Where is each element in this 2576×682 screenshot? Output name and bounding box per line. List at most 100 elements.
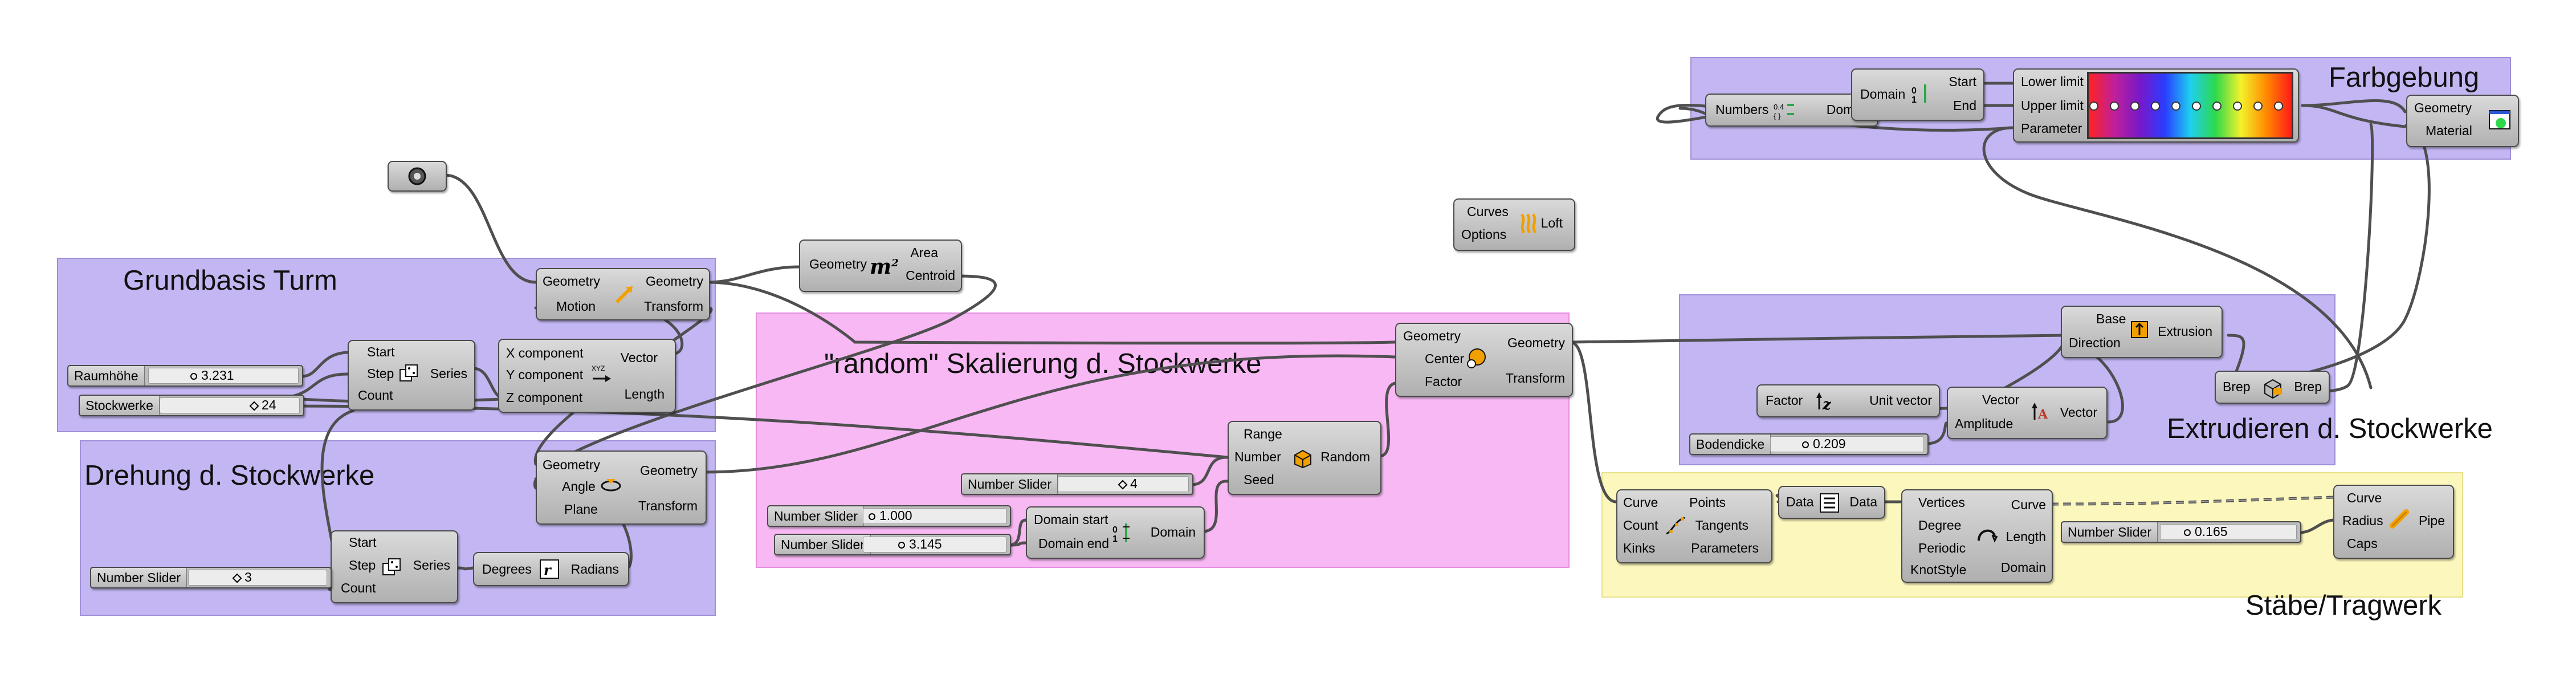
input-count[interactable]: Count bbox=[1623, 518, 1658, 533]
output-domain[interactable]: Domain bbox=[2000, 560, 2046, 575]
output-domain[interactable]: Domain bbox=[1150, 525, 1196, 539]
output-length[interactable]: Length bbox=[2006, 529, 2046, 544]
output-length[interactable]: Length bbox=[624, 387, 665, 401]
input-start[interactable]: Start bbox=[349, 535, 377, 550]
input-domain-end[interactable]: Domain end bbox=[1038, 536, 1110, 551]
series-component[interactable]: Start Step Count Series bbox=[331, 530, 458, 603]
input-plane[interactable]: Plane bbox=[564, 502, 598, 517]
slider-stockwerke[interactable]: Stockwerke 24 bbox=[79, 395, 304, 416]
input-options[interactable]: Options bbox=[1461, 227, 1507, 242]
input-factor[interactable]: Factor bbox=[1425, 374, 1462, 389]
unit-z-component[interactable]: Factor z Unit vector bbox=[1756, 384, 1940, 417]
output-geometry[interactable]: Geometry bbox=[646, 274, 703, 289]
slider-track[interactable] bbox=[160, 397, 300, 413]
output-transform[interactable]: Transform bbox=[1506, 371, 1565, 385]
slider-value[interactable]: 3.145 bbox=[898, 536, 942, 552]
vector-xyz-component[interactable]: X component Y component Z component XYZ … bbox=[498, 339, 676, 413]
gradient-grip[interactable] bbox=[2253, 102, 2263, 111]
slider-value[interactable]: 4 bbox=[1119, 476, 1138, 492]
input-degrees[interactable]: Degrees bbox=[482, 562, 532, 577]
input-material[interactable]: Material bbox=[2426, 123, 2472, 138]
slider-value[interactable]: 0.209 bbox=[1802, 436, 1846, 452]
output-loft[interactable]: Loft bbox=[1540, 216, 1563, 230]
input-number[interactable]: Number bbox=[1234, 449, 1281, 464]
slider-value[interactable]: 3 bbox=[234, 569, 252, 585]
loft-component[interactable]: Curves Options Loft bbox=[1453, 198, 1575, 251]
input-center[interactable]: Center bbox=[1425, 351, 1465, 366]
output-unit-vector[interactable]: Unit vector bbox=[1869, 393, 1932, 408]
gradient-grip[interactable] bbox=[2233, 102, 2242, 111]
input-geometry[interactable]: Geometry bbox=[543, 274, 600, 289]
radians-component[interactable]: Degrees r Radians bbox=[473, 552, 629, 586]
gradient-grip[interactable] bbox=[2089, 102, 2098, 111]
input-z-component[interactable]: Z component bbox=[506, 390, 583, 405]
divide-curve-component[interactable]: Curve Count Kinks Points Tangents Parame… bbox=[1616, 489, 1772, 563]
output-geometry[interactable]: Geometry bbox=[1507, 335, 1565, 350]
slider-raumhoehe[interactable]: Raumhöhe 3.231 bbox=[67, 365, 303, 387]
scale-component[interactable]: Geometry Center Factor Geometry Transfor… bbox=[1395, 323, 1573, 397]
input-start[interactable]: Start bbox=[367, 344, 395, 359]
gradient-grip[interactable] bbox=[2151, 102, 2160, 111]
input-geometry[interactable]: Geometry bbox=[2414, 100, 2472, 115]
input-periodic[interactable]: Periodic bbox=[1918, 541, 1966, 555]
gradient-grip[interactable] bbox=[2212, 102, 2222, 111]
output-points[interactable]: Points bbox=[1689, 495, 1726, 510]
input-x-component[interactable]: X component bbox=[506, 346, 584, 360]
output-curve[interactable]: Curve bbox=[2011, 497, 2046, 512]
input-vector[interactable]: Vector bbox=[1982, 392, 2020, 407]
output-series[interactable]: Series bbox=[430, 366, 467, 381]
rotate-component[interactable]: Geometry Angle Plane Geometry Transform bbox=[536, 450, 707, 525]
output-radians[interactable]: Radians bbox=[570, 562, 619, 577]
output-brep[interactable]: Brep bbox=[2294, 379, 2322, 394]
flatten-component[interactable]: Data Data bbox=[1778, 486, 1885, 519]
output-geometry[interactable]: Geometry bbox=[640, 463, 698, 478]
input-geometry[interactable]: Geometry bbox=[1403, 328, 1461, 343]
pipe-component[interactable]: Curve Radius Caps Pipe bbox=[2333, 485, 2454, 559]
input-degree[interactable]: Degree bbox=[1918, 518, 1962, 533]
amplitude-component[interactable]: Vector Amplitude A Vector bbox=[1947, 387, 2108, 439]
input-step[interactable]: Step bbox=[367, 366, 394, 381]
input-curve[interactable]: Curve bbox=[1623, 495, 1658, 510]
area-component[interactable]: Geometry m2 Area Centroid bbox=[799, 239, 962, 292]
input-y-component[interactable]: Y component bbox=[506, 367, 584, 382]
input-amplitude[interactable]: Amplitude bbox=[1955, 416, 2013, 431]
input-curve[interactable]: Curve bbox=[2347, 490, 2382, 505]
output-parameters[interactable]: Parameters bbox=[1691, 541, 1759, 555]
input-caps[interactable]: Caps bbox=[2347, 536, 2378, 551]
input-count[interactable]: Count bbox=[341, 580, 376, 595]
output-vector[interactable]: Vector bbox=[2060, 405, 2097, 420]
slider-track[interactable] bbox=[1770, 436, 1924, 452]
input-geometry[interactable]: Geometry bbox=[809, 257, 867, 271]
output-vector[interactable]: Vector bbox=[620, 350, 658, 365]
output-extrusion[interactable]: Extrusion bbox=[2158, 324, 2212, 339]
slider-domain-start[interactable]: Number Slider 1.000 bbox=[767, 505, 1011, 527]
gradient-grip[interactable] bbox=[2130, 102, 2139, 111]
input-step[interactable]: Step bbox=[349, 558, 376, 573]
move-component[interactable]: Geometry Motion Geometry Transform bbox=[536, 268, 710, 320]
slider-bodendicke[interactable]: Bodendicke 0.209 bbox=[1689, 433, 1929, 455]
camera-param-component[interactable] bbox=[388, 161, 447, 192]
input-upper-limit[interactable]: Upper limit bbox=[2021, 98, 2084, 113]
output-centroid[interactable]: Centroid bbox=[906, 268, 955, 283]
output-data[interactable]: Data bbox=[1849, 494, 1877, 509]
output-tangents[interactable]: Tangents bbox=[1695, 518, 1748, 533]
slider-track[interactable] bbox=[2160, 524, 2297, 540]
slider-value[interactable]: 1.000 bbox=[869, 508, 912, 523]
gradient-grip[interactable] bbox=[2171, 102, 2180, 111]
input-domain[interactable]: Domain bbox=[1860, 87, 1906, 102]
input-numbers[interactable]: Numbers bbox=[1715, 102, 1769, 117]
input-base[interactable]: Base bbox=[2096, 311, 2126, 326]
gradient-component[interactable]: Lower limit Upper limit Parameter bbox=[2013, 68, 2299, 143]
input-count[interactable]: Count bbox=[358, 388, 393, 403]
input-factor[interactable]: Factor bbox=[1766, 393, 1803, 408]
brep-component[interactable]: Brep Brep bbox=[2215, 371, 2330, 404]
input-domain-start[interactable]: Domain start bbox=[1034, 512, 1108, 527]
slider-value[interactable]: 3.231 bbox=[190, 367, 234, 383]
input-seed[interactable]: Seed bbox=[1244, 472, 1274, 487]
slider-domain-end[interactable]: Number Slider 3.145 bbox=[774, 534, 1011, 555]
gradient-grip[interactable] bbox=[2192, 102, 2201, 111]
slider-drehung-count[interactable]: Number Slider 3 bbox=[90, 567, 332, 588]
slider-pipe-radius[interactable]: Number Slider 0.165 bbox=[2061, 521, 2301, 543]
